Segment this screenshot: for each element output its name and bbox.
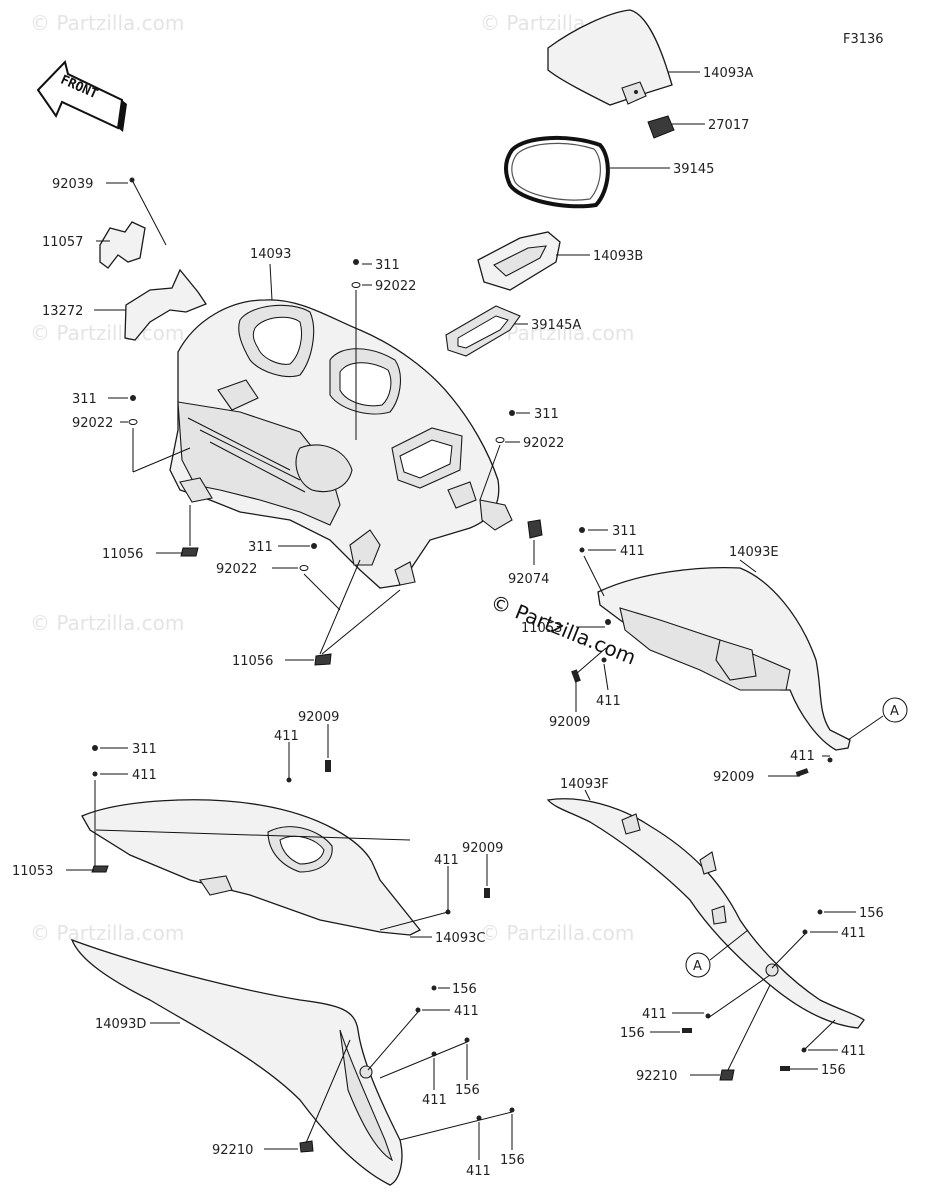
label-411[interactable]: 411: [841, 926, 866, 941]
label-311[interactable]: 311: [132, 742, 157, 757]
clip-27017: [647, 115, 675, 139]
label-92074[interactable]: 92074: [508, 572, 549, 587]
label-92039[interactable]: 92039: [52, 177, 93, 192]
cover-14093F: [546, 798, 865, 1081]
label-92009[interactable]: 92009: [298, 710, 339, 725]
label-411[interactable]: 411: [434, 853, 459, 868]
seal-39145A: [445, 305, 521, 357]
label-311[interactable]: 311: [375, 258, 400, 273]
label-92022[interactable]: 92022: [523, 436, 564, 451]
watermark: © Partzilla.com: [30, 11, 184, 35]
leader-lines: [66, 71, 856, 1160]
front-arrow-icon: FRONT: [36, 60, 127, 132]
label-92009[interactable]: 92009: [462, 841, 503, 856]
label-11053[interactable]: 11053: [12, 864, 53, 879]
label-14093B[interactable]: 14093B: [593, 249, 643, 264]
fasteners-top-left: [128, 259, 543, 666]
label-14093A[interactable]: 14093A: [703, 66, 753, 81]
label-156[interactable]: 156: [452, 982, 477, 997]
label-14093[interactable]: 14093: [250, 247, 291, 262]
label-92009[interactable]: 92009: [713, 770, 754, 785]
label-311[interactable]: 311: [248, 540, 273, 555]
label-14093F[interactable]: 14093F: [560, 777, 609, 792]
callout-a-label: A: [890, 704, 899, 719]
label-311[interactable]: 311: [72, 392, 97, 407]
label-411[interactable]: 411: [620, 544, 645, 559]
label-27017[interactable]: 27017: [708, 118, 749, 133]
body-14093: [169, 299, 513, 589]
watermark: © Partzilla.com: [480, 921, 634, 945]
label-411[interactable]: 411: [642, 1007, 667, 1022]
label-156[interactable]: 156: [821, 1063, 846, 1078]
label-11053[interactable]: 11053: [521, 621, 562, 636]
label-411[interactable]: 411: [596, 694, 621, 709]
callout-a-label: A: [693, 959, 702, 974]
label-92022[interactable]: 92022: [216, 562, 257, 577]
label-14093C[interactable]: 14093C: [435, 931, 485, 946]
label-14093E[interactable]: 14093E: [729, 545, 779, 560]
label-411[interactable]: 411: [790, 749, 815, 764]
label-13272[interactable]: 13272: [42, 304, 83, 319]
label-92022[interactable]: 92022: [72, 416, 113, 431]
watermark: © Partzilla.com: [30, 921, 184, 945]
seal-39145: [504, 135, 610, 209]
label-411[interactable]: 411: [132, 768, 157, 783]
label-11056[interactable]: 11056: [102, 547, 143, 562]
cover-14093A: [547, 9, 673, 106]
label-156[interactable]: 156: [455, 1083, 480, 1098]
cover-14093C: [81, 745, 490, 936]
figure-code: F3136: [843, 32, 884, 47]
label-92210[interactable]: 92210: [636, 1069, 677, 1084]
cover-14093D: [70, 938, 515, 1186]
label-411[interactable]: 411: [841, 1044, 866, 1059]
callout-a-bottom: A: [685, 929, 749, 978]
label-92210[interactable]: 92210: [212, 1143, 253, 1158]
label-39145A[interactable]: 39145A: [531, 318, 581, 333]
label-411[interactable]: 411: [274, 729, 299, 744]
bracket-11057: [99, 177, 167, 269]
label-39145[interactable]: 39145: [673, 162, 714, 177]
callout-a-top: A: [847, 697, 908, 741]
label-11057[interactable]: 11057: [42, 235, 83, 250]
label-156[interactable]: 156: [859, 906, 884, 921]
label-311[interactable]: 311: [534, 407, 559, 422]
watermark: © Partzilla.com: [30, 321, 184, 345]
label-156[interactable]: 156: [500, 1153, 525, 1168]
cover-14093E: [571, 527, 851, 777]
label-11056[interactable]: 11056: [232, 654, 273, 669]
stay-13272: [124, 268, 207, 341]
tray-14093B: [477, 231, 561, 291]
watermark: © Partzilla.com: [30, 611, 184, 635]
label-411[interactable]: 411: [422, 1093, 447, 1108]
label-311[interactable]: 311: [612, 524, 637, 539]
label-92022[interactable]: 92022: [375, 279, 416, 294]
label-92009[interactable]: 92009: [549, 715, 590, 730]
label-156[interactable]: 156: [620, 1026, 645, 1041]
label-14093D[interactable]: 14093D: [95, 1017, 146, 1032]
label-411[interactable]: 411: [466, 1164, 491, 1179]
part-labels: 14093A 27017 39145 14093B 39145A 14093 9…: [12, 66, 884, 1179]
label-411[interactable]: 411: [454, 1004, 479, 1019]
